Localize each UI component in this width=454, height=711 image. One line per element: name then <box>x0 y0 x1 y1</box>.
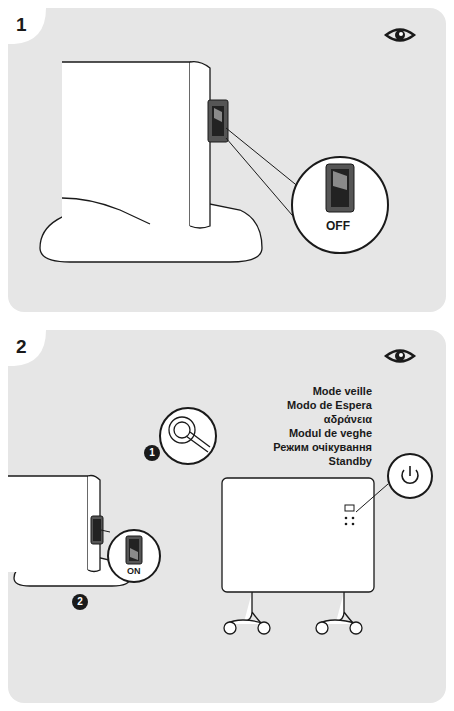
switch-on-detail <box>126 536 142 564</box>
standby-label: Режим очікування <box>273 441 372 454</box>
heater-side-view <box>40 62 262 262</box>
panel-ground <box>8 330 446 703</box>
magnifier-circle <box>292 157 388 253</box>
step-tab <box>8 8 46 44</box>
rocker-switch <box>208 100 228 142</box>
standby-symbol <box>402 466 418 483</box>
leader-line <box>356 484 388 512</box>
standby-label: Mode veille <box>313 385 372 398</box>
step-number: 1 <box>16 14 27 36</box>
standby-circle <box>388 454 432 498</box>
magnifier-circle <box>108 530 160 582</box>
control-icons <box>345 505 355 525</box>
step-tab <box>8 330 46 366</box>
eye-icon <box>386 30 414 41</box>
switch-state: OFF <box>326 219 350 233</box>
plug <box>169 417 210 452</box>
callout-number: 1 <box>144 445 160 461</box>
switch-state: ON <box>127 566 141 576</box>
standby-label: Standby <box>329 455 372 468</box>
panel-ground <box>8 8 446 312</box>
standby-label: αδράνεια <box>324 413 372 426</box>
standby-label: Modo de Espera <box>287 399 372 412</box>
step-number: 2 <box>16 336 27 358</box>
eye-icon <box>386 351 414 362</box>
leader-line <box>226 128 300 222</box>
standby-label: Modul de veghe <box>289 427 372 440</box>
switch-off-detail <box>326 164 354 212</box>
leader-line <box>101 530 110 532</box>
heater-front-view <box>222 478 374 634</box>
plug-circle <box>160 408 216 464</box>
callout-number: 2 <box>72 594 88 610</box>
